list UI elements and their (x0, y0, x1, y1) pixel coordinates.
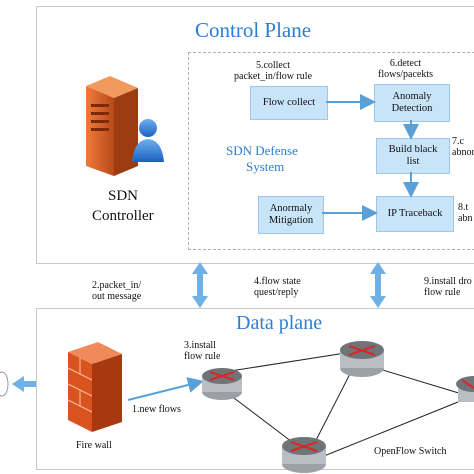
openflow-switch-label: OpenFlow Switch (374, 446, 447, 457)
step-6-label: 6.detect flows/pacekts (378, 58, 433, 80)
switch-icon (282, 437, 326, 473)
install-drop-rule-label: 9.install dro flow rule (424, 276, 472, 298)
anomaly-mitigation-box: Anormaly Mitigation (258, 196, 324, 234)
data-plane-panel (36, 308, 474, 470)
anomaly-detection-box: Anomaly Detection (374, 84, 450, 122)
switch-icon (202, 368, 242, 400)
defense-system-label-line2: System (246, 159, 285, 174)
new-flows-label: 1.new flows (132, 404, 181, 415)
switch-icon (456, 376, 474, 402)
step-8-label: 8.t abn (458, 202, 473, 224)
ip-traceback-box: IP Traceback (376, 196, 454, 232)
sdn-controller-label-line2: Controller (92, 208, 154, 224)
control-plane-title: Control Plane (195, 18, 312, 42)
switch-icon (340, 341, 384, 377)
install-flow-rule-label: 3.install flow rule (184, 340, 221, 362)
step-5-label: 5.collect packet_in/flow rule (234, 60, 313, 82)
flow-state-label: 4.flow state quest/reply (254, 276, 301, 298)
defense-system-label-line1: SDN Defense (226, 143, 298, 158)
build-black-list-box: Build black list (376, 138, 450, 174)
step-7-label: 7.c abnor (452, 136, 474, 158)
sdn-controller-label-line1: SDN (108, 188, 139, 204)
data-plane-title: Data plane (236, 312, 323, 334)
fire-wall-label: Fire wall (76, 440, 112, 451)
packet-in-out-label: 2.packet_in/ out message (92, 280, 142, 302)
